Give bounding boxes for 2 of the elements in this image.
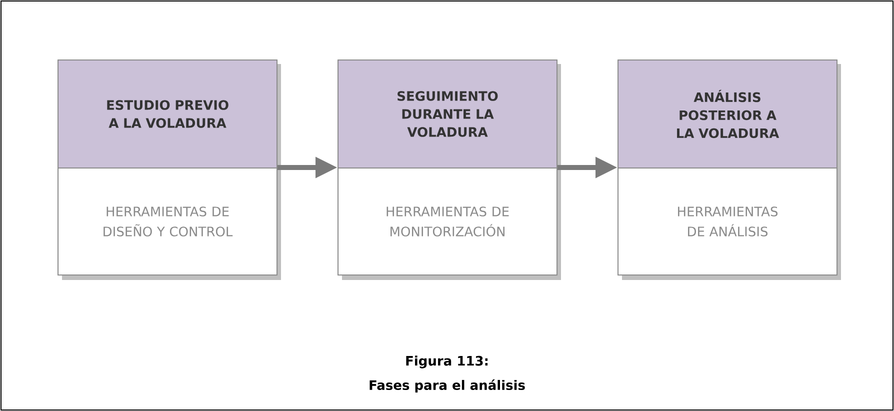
figure-caption: Figura 113:: [406, 356, 488, 368]
figure-caption: Fases para el análisis: [370, 379, 525, 393]
